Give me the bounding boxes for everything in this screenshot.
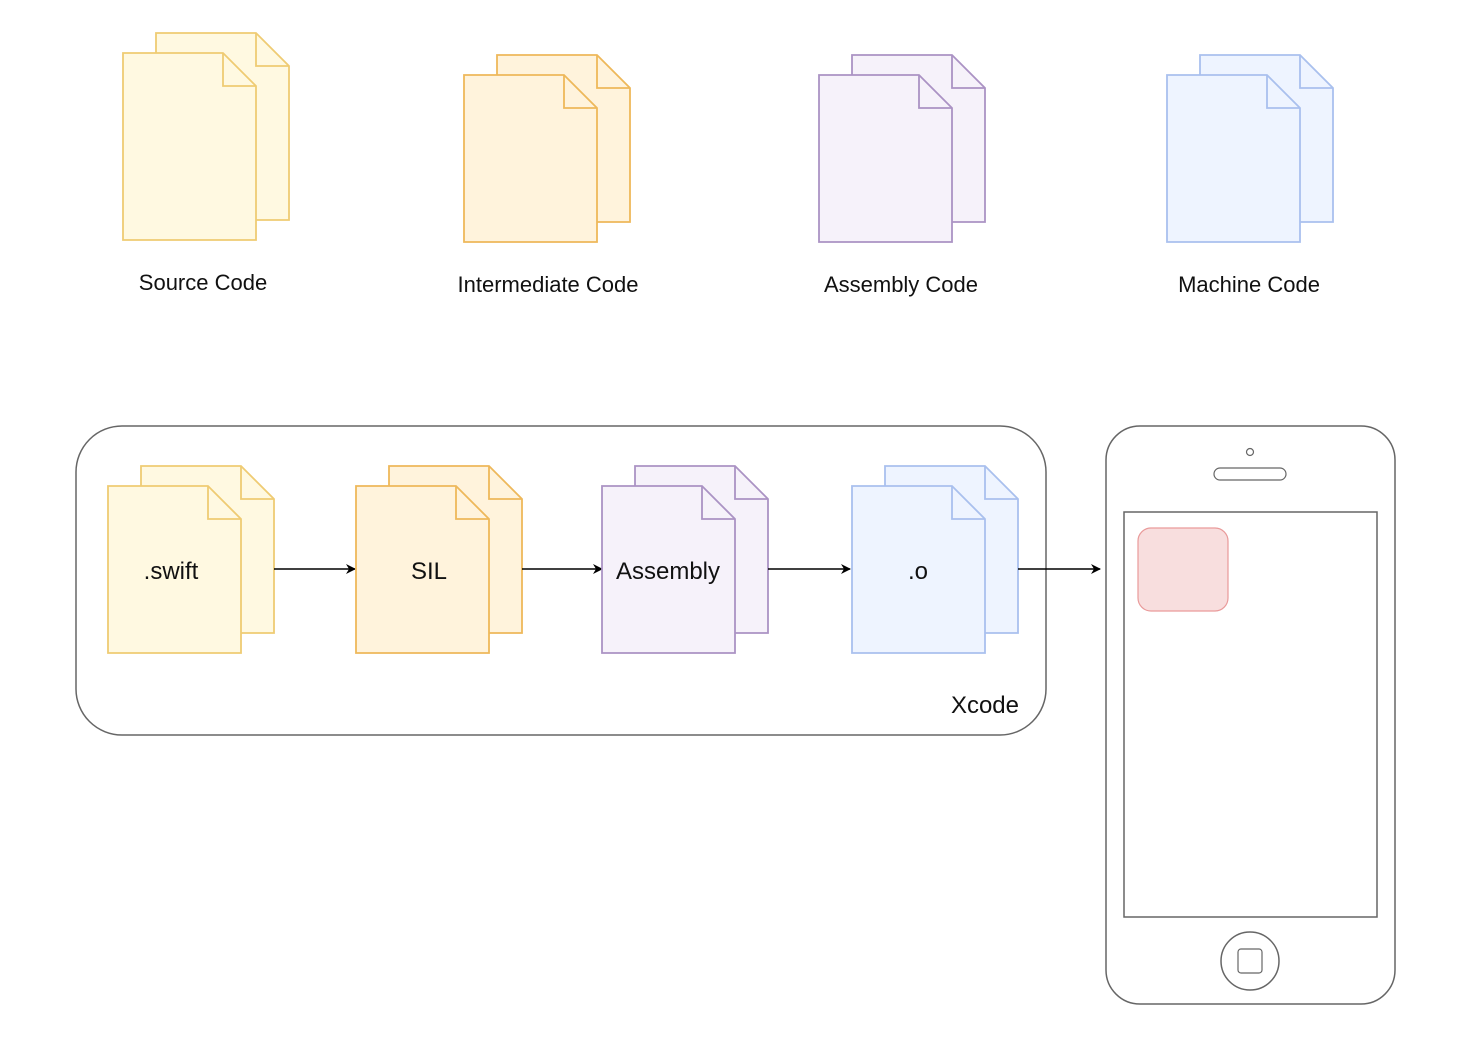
- stage-sil: SIL: [355, 465, 523, 654]
- phone-device: [1105, 425, 1396, 1005]
- document-fold-back: [734, 466, 768, 500]
- document-sheet-front: [122, 52, 257, 241]
- assembly-document-icon: [601, 465, 769, 654]
- document-fold-back: [951, 55, 985, 89]
- document-sheet-front: [463, 74, 598, 243]
- document-fold-front: [455, 486, 489, 520]
- home-button-square-icon: [1237, 948, 1263, 974]
- document-sheet-front: [107, 485, 242, 654]
- document-fold-back: [240, 466, 274, 500]
- assembly-code-document-icon: [818, 54, 986, 243]
- source-code-document-icon: [122, 32, 290, 241]
- xcode-label: Xcode: [951, 692, 1019, 719]
- object-document-icon: [851, 465, 1019, 654]
- document-sheet-front: [355, 485, 490, 654]
- document-fold-front: [1266, 75, 1300, 109]
- document-fold-front: [701, 486, 735, 520]
- document-fold-back: [255, 33, 289, 67]
- document-fold-back: [488, 466, 522, 500]
- machine-code-document-icon: [1166, 54, 1334, 243]
- stage-label: .swift: [144, 558, 199, 585]
- document-fold-front: [222, 53, 256, 87]
- document-fold-back: [596, 55, 630, 89]
- stage-assembly: Assembly: [601, 465, 769, 654]
- document-fold-back: [984, 466, 1018, 500]
- xcode-container: Xcode .swift SIL Assembly .o: [75, 425, 1047, 736]
- camera-icon: [1245, 447, 1255, 457]
- stage-swift: .swift: [107, 465, 275, 654]
- stage-label: Assembly: [616, 558, 720, 585]
- legend-intermediate-code: Intermediate Code: [458, 54, 639, 297]
- app-icon: [1137, 527, 1229, 612]
- document-sheet-front: [818, 74, 953, 243]
- document-fold-front: [207, 486, 241, 520]
- speaker-icon: [1213, 467, 1287, 481]
- document-fold-front: [918, 75, 952, 109]
- legend-label: Source Code: [139, 270, 267, 295]
- stage-object: .o: [851, 465, 1019, 654]
- legend-machine-code: Machine Code: [1166, 54, 1334, 297]
- legend-label: Assembly Code: [824, 272, 978, 297]
- legend: Source Code Intermediate Code Assembly C…: [122, 32, 1334, 297]
- legend-label: Machine Code: [1178, 272, 1320, 297]
- stage-label: .o: [908, 558, 928, 585]
- document-fold-front: [951, 486, 985, 520]
- document-sheet-front: [851, 485, 986, 654]
- intermediate-code-document-icon: [463, 54, 631, 243]
- document-sheet-front: [1166, 74, 1301, 243]
- legend-source-code: Source Code: [122, 32, 290, 295]
- stage-label: SIL: [411, 558, 447, 585]
- document-fold-front: [563, 75, 597, 109]
- sil-document-icon: [355, 465, 523, 654]
- document-sheet-front: [601, 485, 736, 654]
- legend-label: Intermediate Code: [458, 272, 639, 297]
- document-fold-back: [1299, 55, 1333, 89]
- xcode-container-outline: [75, 425, 1047, 736]
- swift-document-icon: [107, 465, 275, 654]
- legend-assembly-code: Assembly Code: [818, 54, 986, 297]
